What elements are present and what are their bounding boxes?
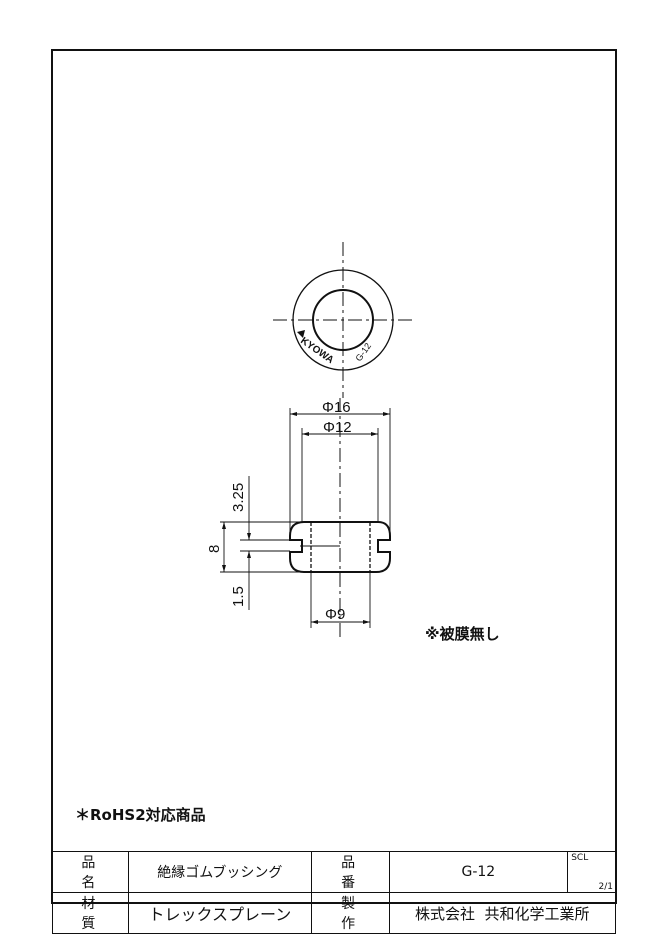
side-view: Φ16 Φ12 Φ9 8 3.25 1.5 [206,398,391,640]
material-label: 材質 [52,892,129,934]
dim-outer-diameter: Φ16 [322,399,351,416]
dim-inner-diameter: Φ12 [323,419,352,436]
material: トレックスプレーン [127,892,312,934]
top-view: KYOWA G-12 [273,242,415,398]
dim-hole-diameter: Φ9 [325,606,345,623]
part-number: G-12 [388,851,569,893]
part-marking: G-12 [353,341,373,363]
scale-cell: SCL 2/1 [567,851,616,893]
coating-note: ※被膜無し [425,625,500,643]
title-block: 品名 絶縁ゴムブッシング 品番 G-12 SCL 2/1 材質 トレックスプレー… [52,851,616,934]
dim-groove-width: 1.5 [230,586,247,607]
part-number-label: 品番 [310,851,390,893]
dim-height: 8 [206,545,223,553]
manufacturer-label: 製作 [310,892,390,934]
product-name: 絶縁ゴムブッシング [127,851,312,893]
rohs-note: ＊RoHS2対応商品 [75,806,206,824]
dim-top-to-groove: 3.25 [230,483,247,512]
product-name-label: 品名 [52,851,129,893]
kyowa-logo-icon [297,330,305,338]
scale-value: 2/1 [598,882,613,892]
manufacturer: 株式会社 共和化学工業所 [388,892,616,934]
drawing-frame [51,49,617,904]
scale-label: SCL [571,853,589,863]
